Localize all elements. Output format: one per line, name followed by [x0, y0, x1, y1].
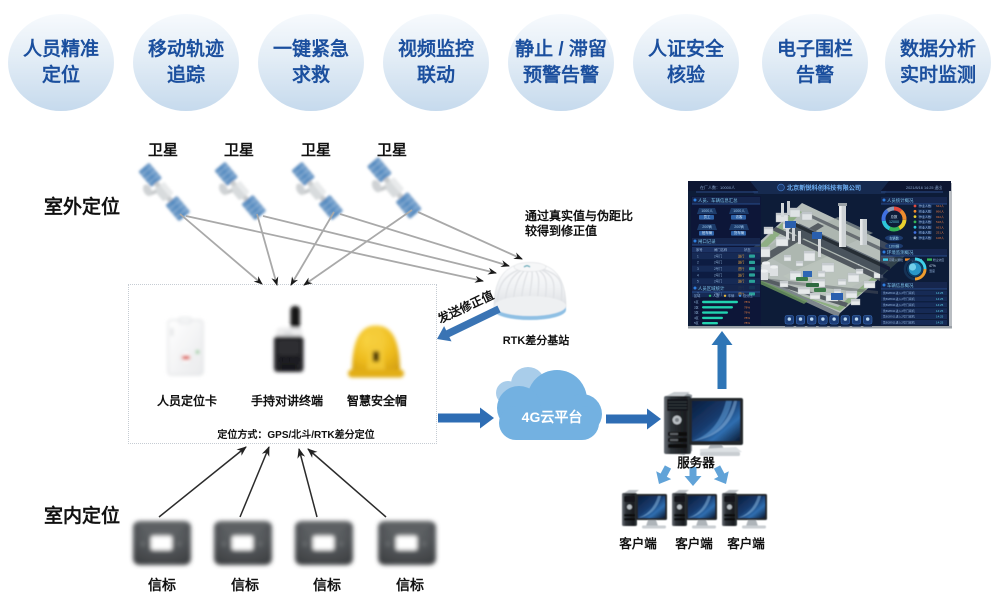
- svg-text:78%: 78%: [744, 300, 750, 304]
- svg-text:518人: 518人: [936, 220, 944, 224]
- svg-text:人员区域统计: 人员区域统计: [698, 285, 725, 292]
- svg-text:1: 1: [697, 254, 699, 258]
- svg-text:78%: 78%: [744, 305, 750, 309]
- svg-text:湿度: 湿度: [929, 268, 935, 273]
- svg-text:进行: 进行: [738, 279, 745, 284]
- svg-text:人员、车辆信息汇总: 人员、车辆信息汇总: [698, 197, 738, 204]
- svg-text:251人: 251人: [936, 231, 944, 235]
- svg-text:鲁B28911进入2号门闸机: 鲁B28911进入2号门闸机: [883, 314, 915, 319]
- svg-text:班车辆: 班车辆: [702, 230, 713, 235]
- svg-text:2号门: 2号门: [714, 291, 722, 296]
- svg-text:总数: 总数: [891, 214, 898, 219]
- svg-text:作业人数: 作业人数: [919, 214, 931, 219]
- svg-text:环境监测概况: 环境监测概况: [887, 249, 914, 256]
- svg-text:作业人数: 作业人数: [919, 203, 931, 208]
- svg-text:百分比: 百分比: [743, 293, 753, 298]
- svg-text:人数: 人数: [713, 293, 720, 298]
- svg-text:14:25: 14:25: [936, 303, 944, 307]
- svg-text:作业人数: 作业人数: [919, 230, 931, 235]
- svg-text:5: 5: [697, 280, 699, 284]
- svg-text:47%: 47%: [929, 264, 936, 268]
- svg-text:进行: 进行: [738, 272, 745, 277]
- svg-text:车辆: 车辆: [728, 293, 735, 298]
- svg-text:进行: 进行: [738, 266, 745, 271]
- svg-text:200辆: 200辆: [734, 224, 744, 229]
- svg-text:14:25: 14:25: [936, 321, 944, 325]
- svg-text:员工: 员工: [704, 215, 711, 219]
- svg-text:78%: 78%: [744, 311, 750, 315]
- svg-text:货车辆: 货车辆: [734, 230, 745, 235]
- svg-text:1区: 1区: [694, 300, 699, 304]
- svg-text:状态: 状态: [744, 247, 751, 252]
- svg-text:2: 2: [697, 261, 699, 265]
- svg-text:区域: 区域: [694, 293, 701, 298]
- svg-text:访客: 访客: [736, 214, 743, 219]
- svg-text:3区: 3区: [694, 311, 699, 315]
- svg-text:4区: 4区: [694, 316, 699, 320]
- svg-text:闸门名称: 闸门名称: [714, 247, 728, 252]
- svg-text:2号门: 2号门: [714, 272, 722, 277]
- svg-text:5区: 5区: [694, 321, 699, 325]
- svg-text:2号门: 2号门: [714, 253, 722, 258]
- svg-text:序号: 序号: [696, 247, 703, 252]
- svg-text:作业人数: 作业人数: [919, 224, 931, 229]
- svg-text:78%: 78%: [744, 316, 750, 320]
- svg-text:进行: 进行: [738, 253, 745, 258]
- svg-text:866人: 866人: [936, 210, 944, 214]
- svg-text:粉尘浓度: 粉尘浓度: [933, 258, 944, 262]
- svg-text:作业人数: 作业人数: [919, 219, 931, 224]
- svg-text:2号门: 2号门: [714, 266, 722, 271]
- svg-text:78%: 78%: [744, 321, 750, 325]
- svg-text:北京新锐科创科技有限公司: 北京新锐科创科技有限公司: [787, 184, 861, 192]
- svg-text:作业人数: 作业人数: [919, 235, 931, 240]
- svg-text:2021/8/16 14:25 退出: 2021/8/16 14:25 退出: [906, 185, 942, 190]
- svg-text:人员统计概况: 人员统计概况: [887, 197, 914, 204]
- svg-text:车辆信息概况: 车辆信息概况: [887, 282, 914, 289]
- svg-text:2区: 2区: [694, 305, 699, 309]
- svg-text:1200辆: 1200辆: [889, 243, 900, 248]
- svg-text:鲁B28911进入2号门闸机: 鲁B28911进入2号门闸机: [883, 296, 915, 301]
- svg-text:932人: 932人: [936, 215, 944, 219]
- svg-text:鲁B28911进入2号门闸机: 鲁B28911进入2号门闸机: [883, 290, 915, 295]
- svg-text:14:25: 14:25: [936, 297, 944, 301]
- svg-text:1000人: 1000人: [733, 208, 745, 213]
- svg-text:1000人: 1000人: [701, 208, 713, 213]
- svg-text:14:25: 14:25: [936, 309, 944, 313]
- svg-text:2号门: 2号门: [714, 260, 722, 265]
- svg-text:4: 4: [697, 273, 699, 277]
- svg-text:663人: 663人: [936, 225, 944, 229]
- svg-text:鲁B28911进入2号门闸机: 鲁B28911进入2号门闸机: [883, 320, 915, 325]
- svg-text:进行: 进行: [738, 291, 745, 296]
- svg-text:进行: 进行: [738, 260, 745, 265]
- svg-text:7: 7: [697, 292, 699, 296]
- svg-text:车辆数: 车辆数: [889, 235, 899, 240]
- svg-text:闸口记录: 闸口记录: [698, 238, 716, 245]
- svg-text:鲁B28911进入2号门闸机: 鲁B28911进入2号门闸机: [883, 302, 915, 307]
- svg-text:在厂人数：10000人: 在厂人数：10000人: [700, 184, 735, 190]
- svg-text:XVTD: XVTD: [284, 332, 293, 336]
- svg-text:644人: 644人: [936, 204, 944, 208]
- svg-text:108人: 108人: [936, 236, 944, 240]
- svg-text:可吸入颗粒: 可吸入颗粒: [889, 258, 903, 262]
- svg-text:200辆: 200辆: [702, 224, 712, 229]
- svg-text:14:25: 14:25: [936, 291, 944, 295]
- svg-text:2号门: 2号门: [714, 279, 722, 284]
- svg-text:14:25: 14:25: [936, 315, 944, 319]
- svg-text:作业人数: 作业人数: [919, 209, 931, 214]
- svg-text:12000: 12000: [889, 220, 899, 224]
- svg-text:3: 3: [697, 267, 699, 271]
- svg-text:鲁B28911进入2号门闸机: 鲁B28911进入2号门闸机: [883, 308, 915, 313]
